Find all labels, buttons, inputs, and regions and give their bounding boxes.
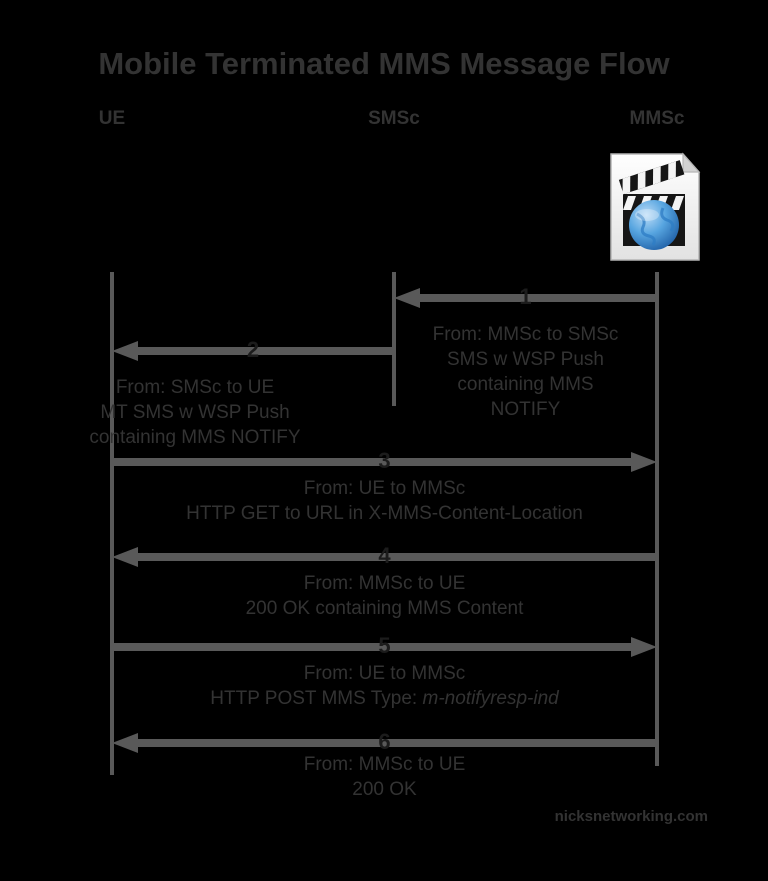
message-arrow-4: 4 bbox=[112, 543, 657, 568]
message-number-3: 3 bbox=[378, 448, 391, 473]
message-arrow-2: 2 bbox=[112, 337, 394, 362]
arrow-bar-1 bbox=[418, 294, 657, 302]
message-number-5: 5 bbox=[378, 633, 391, 658]
lifeline-mmsc bbox=[655, 272, 659, 766]
message-arrow-1: 1 bbox=[394, 284, 657, 309]
caption-line: From: MMSc to UE bbox=[303, 754, 466, 775]
caption-line: From: MMSc to UE bbox=[303, 573, 466, 594]
message-caption-2: From: SMSc to UE MT SMS w WSP Push conta… bbox=[0, 375, 390, 450]
lane-label-smsc: SMSc bbox=[368, 108, 420, 129]
message-arrow-5: 5 bbox=[112, 633, 657, 658]
message-caption-3: From: UE to MMSc HTTP GET to URL in X-MM… bbox=[112, 476, 657, 526]
arrowhead-1 bbox=[394, 288, 420, 308]
lifeline-smsc bbox=[392, 272, 396, 406]
caption-italic-token: m-notifyresp-ind bbox=[422, 688, 559, 709]
caption-line: From: UE to MMSc bbox=[303, 478, 466, 499]
caption-line: From: UE to MMSc bbox=[303, 663, 466, 684]
mms-media-file-icon bbox=[609, 152, 701, 262]
caption-text: HTTP POST MMS Type: bbox=[210, 688, 423, 709]
message-arrow-3: 3 bbox=[112, 448, 657, 473]
caption-line: 200 OK containing MMS Content bbox=[245, 598, 524, 619]
caption-line: MT SMS w WSP Push bbox=[100, 402, 290, 423]
caption-line: From: SMSc to UE bbox=[115, 377, 275, 398]
page-title: Mobile Terminated MMS Message Flow bbox=[98, 46, 670, 81]
caption-line: SMS w WSP Push bbox=[447, 349, 604, 370]
arrowhead-3 bbox=[631, 452, 657, 472]
message-number-6: 6 bbox=[378, 729, 391, 754]
lifeline-ue bbox=[110, 272, 114, 775]
caption-line: HTTP GET to URL in X-MMS-Content-Locatio… bbox=[186, 503, 583, 524]
arrow-bar-6 bbox=[136, 739, 657, 747]
arrow-bar-2 bbox=[136, 347, 394, 355]
arrowhead-4 bbox=[112, 547, 138, 567]
caption-line: containing MMS NOTIFY bbox=[89, 427, 301, 448]
caption-line: From: MMSc to SMSc bbox=[432, 324, 619, 345]
lane-label-ue: UE bbox=[98, 108, 126, 129]
lane-label-mmsc: MMSc bbox=[629, 108, 685, 129]
message-caption-6: From: MMSc to UE 200 OK bbox=[112, 752, 657, 802]
footer-watermark: nicksnetworking.com bbox=[554, 808, 708, 825]
message-number-1: 1 bbox=[519, 284, 532, 309]
arrowhead-2 bbox=[112, 341, 138, 361]
arrow-bar-3 bbox=[112, 458, 633, 466]
arrowhead-6 bbox=[112, 733, 138, 753]
caption-line: NOTIFY bbox=[490, 399, 561, 420]
caption-line: HTTP POST MMS Type: m-notifyresp-ind bbox=[112, 686, 657, 711]
message-arrow-6: 6 bbox=[112, 729, 657, 754]
message-number-4: 4 bbox=[378, 543, 391, 568]
message-number-2: 2 bbox=[246, 337, 260, 362]
caption-line: containing MMS bbox=[457, 374, 594, 395]
caption-line: 200 OK bbox=[352, 779, 417, 800]
arrowhead-5 bbox=[631, 637, 657, 657]
message-caption-1: From: MMSc to SMSc SMS w WSP Push contai… bbox=[394, 322, 657, 422]
arrow-bar-5 bbox=[112, 643, 633, 651]
arrow-bar-4 bbox=[136, 553, 657, 561]
message-caption-5: From: UE to MMSc HTTP POST MMS Type: m-n… bbox=[112, 661, 657, 711]
message-caption-4: From: MMSc to UE 200 OK containing MMS C… bbox=[112, 571, 657, 621]
